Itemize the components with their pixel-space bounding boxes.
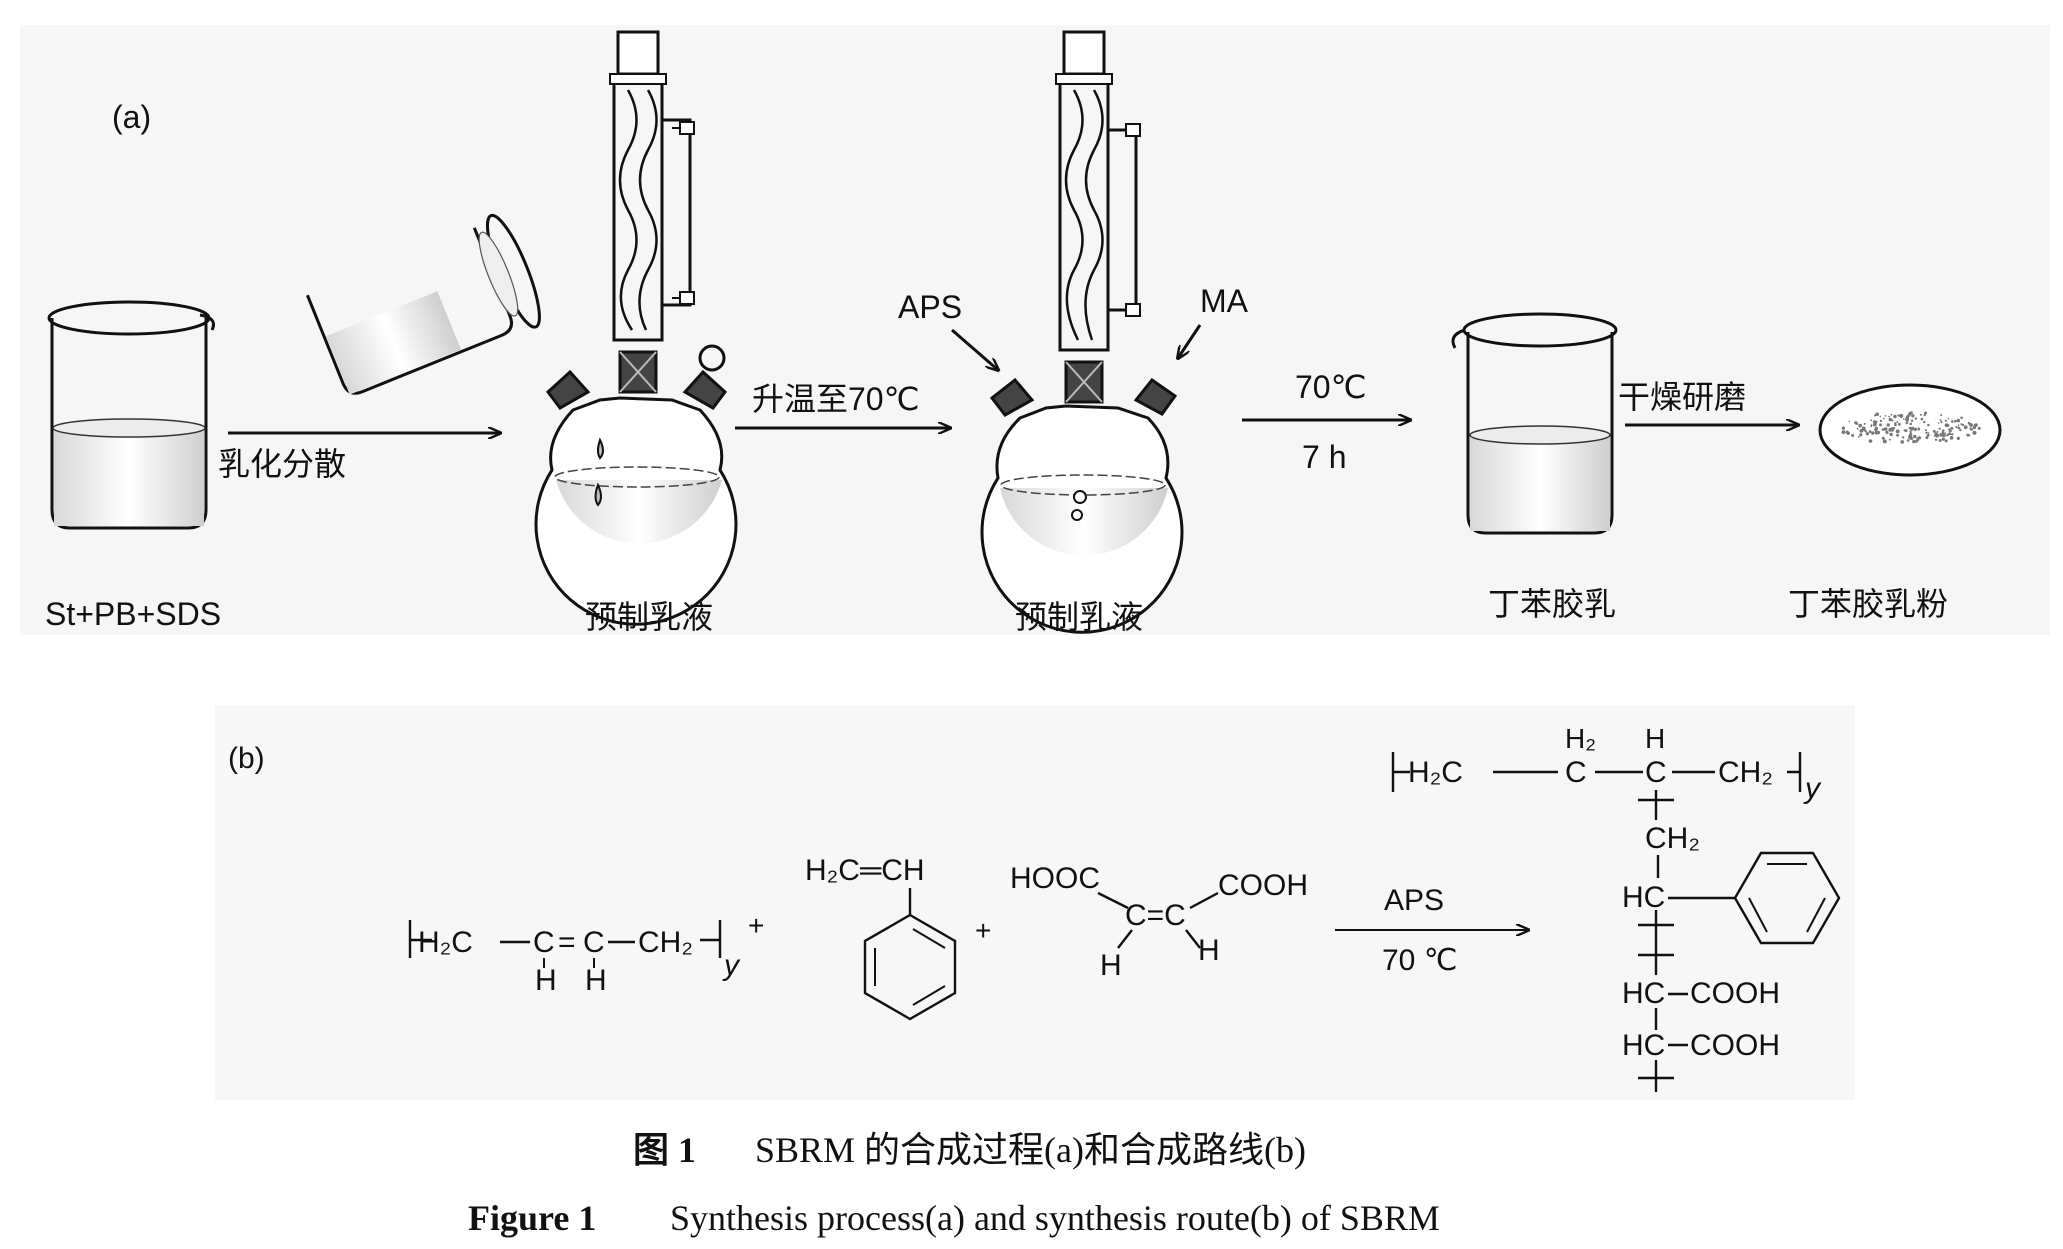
product-hc3: HC — [1622, 1029, 1665, 1062]
polybutadiene-structure: H₂C C = C CH₂ H H y + — [408, 910, 764, 997]
panel-b-background — [215, 705, 1855, 1100]
product-h2-top: H₂ — [1565, 723, 1596, 754]
pb-h2: H — [585, 964, 607, 997]
step2-label: 升温至70℃ — [752, 381, 920, 417]
reaction-arrow-bottom: 70 ℃ — [1382, 944, 1457, 977]
product-c2: C — [1645, 756, 1667, 789]
flask-2 — [980, 30, 1184, 634]
step3-temp: 70℃ — [1295, 369, 1367, 405]
beaker-start — [47, 300, 215, 530]
maleic-acid-structure: HOOC COOH C=C H H — [1010, 862, 1308, 982]
product-y: y — [1803, 772, 1822, 805]
flask2-label: 预制乳液 — [1015, 599, 1143, 635]
styrene-plus: + — [975, 915, 991, 946]
caption-zh-number: 图 1 — [633, 1130, 696, 1170]
maleic-h1: H — [1100, 949, 1122, 982]
product-h-top: H — [1645, 723, 1665, 754]
pb-plus: + — [748, 910, 764, 941]
maleic-cooh: COOH — [1218, 869, 1308, 902]
caption-en-text: Synthesis process(a) and synthesis route… — [670, 1198, 1440, 1238]
product-ch2-side: CH₂ — [1645, 822, 1700, 855]
pb-h2c: H₂C — [418, 926, 473, 959]
start-mixture-label: St+PB+SDS — [45, 596, 221, 632]
step1-label: 乳化分散 — [218, 446, 346, 482]
styrene-formula: H₂C═CH — [805, 854, 925, 887]
aps-arrow — [951, 328, 998, 370]
flask1-label: 预制乳液 — [585, 599, 713, 635]
maleic-hooc: HOOC — [1010, 862, 1100, 895]
maleic-h2: H — [1198, 934, 1220, 967]
powder-label: 丁苯胶乳粉 — [1788, 586, 1948, 622]
beaker-latex — [1451, 312, 1618, 535]
step3-time: 7 h — [1302, 439, 1346, 475]
maleic-cc: C=C — [1125, 899, 1186, 932]
styrene-structure: H₂C═CH + — [805, 854, 991, 1021]
product-hc1: HC — [1622, 881, 1665, 914]
latex-label: 丁苯胶乳 — [1488, 586, 1616, 622]
pouring-beaker — [306, 213, 541, 395]
ma-arrow — [1178, 324, 1202, 358]
reaction-arrow-top: APS — [1384, 884, 1444, 917]
sbrm-product-structure: H₂C H₂ C H C CH₂ y CH₂ HC HC COOH HC COO… — [1391, 723, 1841, 1092]
product-h2c: H₂C — [1408, 756, 1463, 789]
powder-dish — [1818, 383, 2002, 477]
pb-c1: C — [533, 926, 555, 959]
pb-ch2: CH₂ — [638, 926, 693, 959]
pb-h1: H — [535, 964, 557, 997]
panel-a-label: (a) — [112, 99, 151, 135]
pb-y: y — [722, 949, 741, 982]
product-c1: C — [1565, 756, 1587, 789]
flask-1 — [534, 30, 738, 626]
product-cooh1: COOH — [1690, 977, 1780, 1010]
ma-label: MA — [1200, 283, 1249, 319]
step4-label: 干燥研磨 — [1618, 379, 1746, 415]
pb-eq: = — [558, 926, 576, 959]
caption-zh-text: SBRM 的合成过程(a)和合成路线(b) — [755, 1130, 1306, 1170]
panel-b-label: (b) — [228, 742, 265, 775]
product-cooh2: COOH — [1690, 1029, 1780, 1062]
product-hc2: HC — [1622, 977, 1665, 1010]
caption-en-number: Figure 1 — [468, 1198, 596, 1238]
pb-c2: C — [583, 926, 605, 959]
aps-label: APS — [898, 289, 962, 325]
product-ch2: CH₂ — [1718, 756, 1773, 789]
